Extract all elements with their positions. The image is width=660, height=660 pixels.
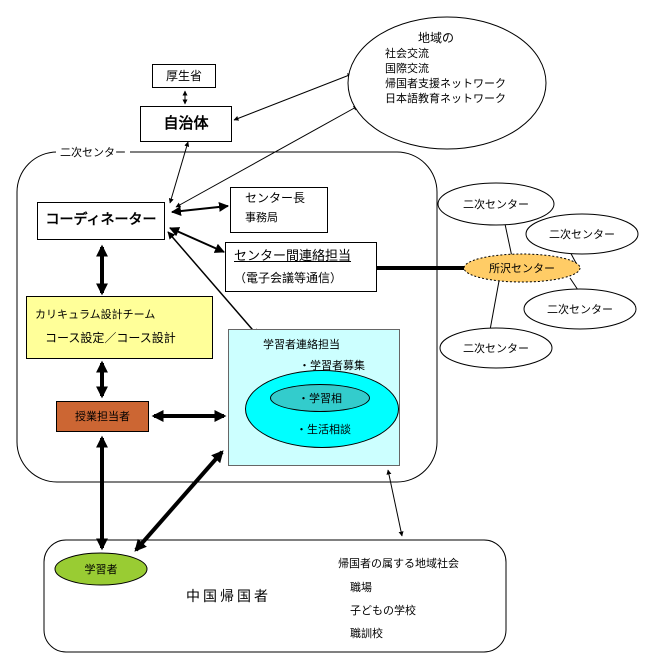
instructor-box: 授業担当者 — [56, 401, 149, 432]
satellite-label: 二次センター — [463, 198, 529, 211]
arrow-coordinator-learnerliaison — [167, 231, 259, 337]
arrow-coordinator-centerhead — [171, 201, 229, 217]
curriculum-label: カリキュラム設計チーム — [35, 308, 156, 321]
study-consult-ellipse: ・学習相 — [270, 384, 370, 412]
community-item: 子どもの学校 — [350, 604, 416, 617]
learner-liaison-box: 学習者連絡担当 ・学習者募集 ・学習相 ・生活相談 — [228, 329, 400, 466]
secretariat-label: 事務局 — [245, 211, 278, 224]
region-item: 社会交流 — [385, 47, 429, 60]
satellite-label: 二次センター — [549, 228, 615, 241]
region-item: 日本語教育ネットワーク — [385, 92, 506, 105]
satellite-ellipse-3 — [523, 288, 637, 330]
satellite-ellipse-4 — [439, 327, 553, 369]
learner-label: 学習者 — [84, 563, 118, 576]
region-item: 国際交流 — [385, 62, 429, 75]
spoke-4 — [489, 280, 500, 331]
satellite-label: 二次センター — [547, 303, 613, 316]
learner-ellipse — [54, 552, 148, 586]
satellite-ellipse-2 — [525, 213, 639, 255]
liaison-sub-label: （電子会議等通信） — [234, 271, 343, 285]
life-consult-label: ・生活相談 — [296, 423, 351, 436]
satellite-ellipse-1 — [437, 182, 555, 226]
arrow-coordinator-region — [175, 105, 359, 208]
arrow-jichitai-coordinator — [168, 141, 190, 204]
niji-center-label: 二次センター — [56, 145, 130, 160]
community-item: 職場 — [350, 581, 372, 594]
arrow-learnerliaison-community — [386, 469, 404, 537]
recruit-label: ・学習者募集 — [299, 359, 365, 372]
region-ellipse — [347, 16, 547, 150]
instructor-label: 授業担当者 — [75, 410, 130, 423]
jichitai-box: 自治体 — [140, 106, 232, 142]
returnees-label: 中国帰国者 — [186, 589, 271, 605]
tokorozawa-label: 所沢センター — [489, 262, 555, 275]
consult-ellipse: ・学習相 ・生活相談 — [245, 370, 399, 448]
course-design-label: コース設定／コース設計 — [45, 331, 176, 345]
jichitai-label: 自治体 — [163, 114, 209, 132]
spoke-1 — [504, 223, 513, 258]
region-list: 社会交流 国際交流 帰国者支援ネットワーク 日本語教育ネットワーク — [385, 46, 535, 106]
region-title: 地域の — [418, 31, 455, 45]
center-head-box: センター長 事務局 — [230, 187, 328, 233]
study-consult-label: ・学習相 — [298, 392, 342, 405]
arrow-coordinator-liaison — [169, 227, 225, 253]
kouseisho-box: 厚生省 — [152, 64, 216, 88]
community-item: 職訓校 — [350, 627, 383, 640]
center-head-label: センター長 — [245, 191, 306, 205]
arrow-jichitai-region — [233, 73, 353, 121]
learner-liaison-label: 学習者連絡担当 — [263, 338, 340, 351]
returnees-region — [43, 539, 507, 653]
liaison-label: センター間連絡担当 — [234, 249, 352, 264]
region-item: 帰国者支援ネットワーク — [385, 77, 506, 90]
kouseisho-label: 厚生省 — [165, 69, 202, 83]
coordinator-label: コーディネーター — [45, 212, 157, 228]
community-title: 帰国者の属する地域社会 — [338, 557, 459, 570]
satellite-label: 二次センター — [463, 342, 529, 355]
coordinator-box: コーディネーター — [37, 202, 165, 240]
tokorozawa-ellipse — [463, 253, 581, 283]
liaison-box: センター間連絡担当 （電子会議等通信） — [225, 242, 377, 292]
arrow-learnerliaison-learner — [134, 450, 224, 552]
curriculum-box: カリキュラム設計チーム コース設定／コース設計 — [26, 296, 213, 359]
